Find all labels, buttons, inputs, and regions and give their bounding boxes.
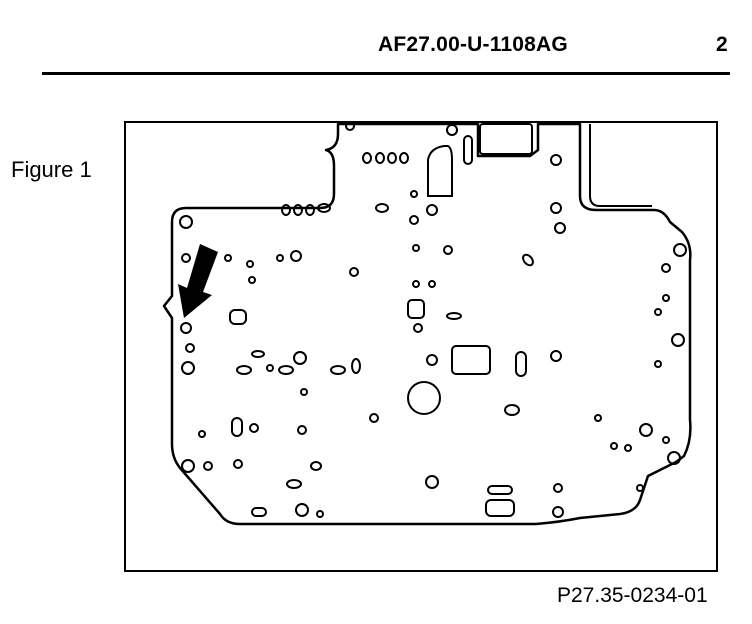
plate-hole: [522, 253, 534, 267]
figure-reference-code: P27.35-0234-01: [557, 584, 708, 607]
plate-hole: [345, 121, 355, 131]
plate-hole: [412, 280, 420, 288]
plate-hole: [426, 354, 438, 366]
slot: [229, 309, 247, 325]
slot: [427, 145, 453, 197]
plate-hole: [246, 260, 254, 268]
plate-notch: [589, 124, 652, 207]
slot: [485, 499, 515, 517]
plate-hole: [362, 152, 372, 164]
slot: [515, 351, 527, 377]
document-code: AF27.00-U-1108AG: [378, 33, 568, 56]
plate-hole: [399, 152, 409, 164]
plate-hole: [316, 510, 324, 518]
plate-hole: [375, 203, 389, 213]
plate-hole: [407, 381, 441, 415]
plate-hole: [198, 430, 206, 438]
plate-hole: [426, 204, 438, 216]
plate-hole: [181, 253, 191, 263]
slot: [479, 123, 533, 155]
plate-hole: [550, 350, 562, 362]
plate-hole: [369, 413, 379, 423]
plate-hole: [330, 365, 346, 375]
slot: [463, 135, 473, 165]
plate-hole: [553, 483, 563, 493]
plate-hole: [504, 404, 520, 416]
plate-hole: [203, 461, 213, 471]
plate-hole: [249, 423, 259, 433]
slot: [451, 345, 491, 375]
plate-hole: [349, 267, 359, 277]
plate-hole: [443, 245, 453, 255]
plate-hole: [667, 451, 681, 465]
plate-hole: [351, 358, 361, 374]
slot: [251, 507, 267, 517]
plate-hole: [300, 388, 308, 396]
plate-hole: [290, 250, 302, 262]
plate-hole: [550, 202, 562, 214]
plate-hole: [281, 204, 291, 216]
plate-hole: [295, 503, 309, 517]
figure-label: Figure 1: [11, 157, 92, 182]
plate-hole: [248, 276, 256, 284]
plate-hole: [180, 322, 192, 334]
slot: [487, 485, 513, 495]
plate-hole: [317, 203, 331, 213]
slot: [407, 299, 425, 319]
plate-hole: [639, 423, 653, 437]
plate-hole: [654, 360, 662, 368]
arrow-down-left-icon: [178, 244, 218, 318]
plate-hole: [671, 333, 685, 347]
plate-hole: [293, 204, 303, 216]
plate-hole: [610, 442, 618, 450]
plate-hole: [179, 215, 193, 229]
plate-hole: [412, 244, 420, 252]
plate-hole: [552, 506, 564, 518]
plate-hole: [662, 294, 670, 302]
plate-hole: [310, 461, 322, 471]
plate-hole: [224, 254, 232, 262]
plate-hole: [662, 436, 670, 444]
page-number: 2: [716, 33, 728, 56]
plate-hole: [654, 308, 662, 316]
plate-hole: [428, 280, 436, 288]
plate-hole: [387, 152, 397, 164]
plate-hole: [554, 222, 566, 234]
plate-hole: [594, 414, 602, 422]
plate-hole: [446, 124, 458, 136]
plate-hole: [636, 484, 644, 492]
plate-hole: [233, 459, 243, 469]
plate-hole: [410, 190, 418, 198]
plate-hole: [425, 475, 439, 489]
slot: [231, 417, 243, 437]
plate-hole: [305, 204, 315, 216]
header-rule: [42, 72, 730, 75]
plate-hole: [624, 444, 632, 452]
plate-hole: [550, 154, 562, 166]
plate-hole: [673, 243, 687, 257]
plate-hole: [293, 351, 307, 365]
plate-hole: [297, 425, 307, 435]
plate-hole: [446, 312, 462, 320]
plate-hole: [409, 215, 419, 225]
plate-hole: [661, 263, 671, 273]
plate-hole: [266, 364, 274, 372]
plate-hole: [181, 361, 195, 375]
plate-hole: [181, 459, 195, 473]
plate-hole: [276, 254, 284, 262]
plate-hole: [251, 350, 265, 358]
plate-hole: [413, 323, 423, 333]
figure-frame: [124, 121, 718, 572]
plate-hole: [236, 365, 252, 375]
plate-hole: [375, 152, 385, 164]
plate-hole: [286, 479, 302, 489]
plate-outline: [162, 122, 692, 526]
plate-hole: [185, 343, 195, 353]
plate-hole: [278, 365, 294, 375]
